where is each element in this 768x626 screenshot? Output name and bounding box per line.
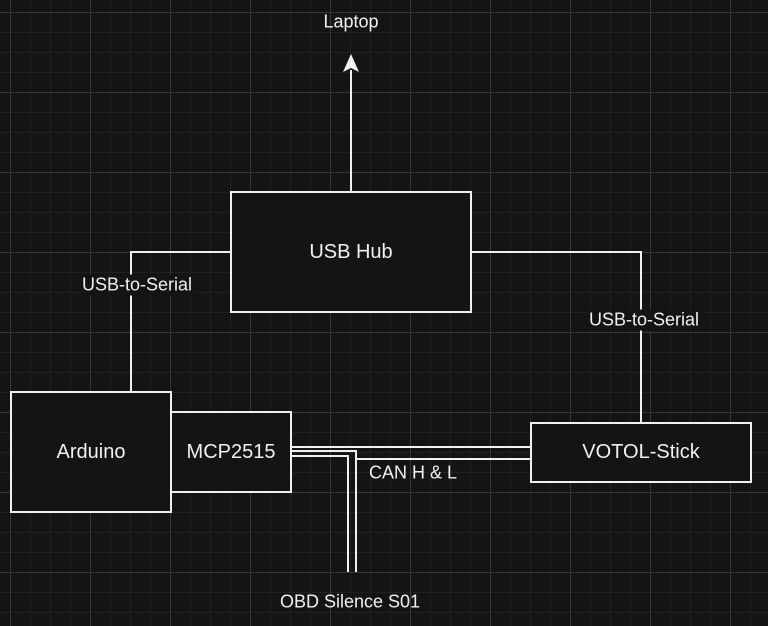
node-votol-stick-label: VOTOL-Stick bbox=[582, 441, 700, 463]
edge-mcp-to-obd-b bbox=[291, 455, 349, 572]
edge-hub-to-arduino bbox=[130, 251, 231, 392]
node-mcp2515[interactable]: MCP2515 bbox=[170, 411, 292, 493]
node-usb-hub-label: USB Hub bbox=[309, 240, 393, 263]
edge-label-hub-to-votol: USB-to-Serial bbox=[586, 309, 702, 331]
edge-label-hub-to-arduino: USB-to-Serial bbox=[79, 274, 195, 296]
edge-label-mcp-to-votol: CAN H & L bbox=[368, 462, 458, 483]
node-arduino[interactable]: Arduino bbox=[10, 391, 172, 513]
node-usb-hub[interactable]: USB Hub bbox=[230, 191, 472, 313]
node-laptop[interactable]: Laptop bbox=[323, 11, 379, 32]
node-obd[interactable]: OBD Silence S01 bbox=[279, 591, 421, 612]
edge-hub-to-votol bbox=[471, 251, 642, 423]
node-arduino-label: Arduino bbox=[56, 440, 126, 463]
arrowhead-icon bbox=[343, 54, 359, 72]
node-mcp2515-label: MCP2515 bbox=[186, 440, 276, 463]
edge-mcp-to-obd-a bbox=[291, 450, 357, 572]
node-votol-stick[interactable]: VOTOL-Stick bbox=[530, 422, 752, 483]
